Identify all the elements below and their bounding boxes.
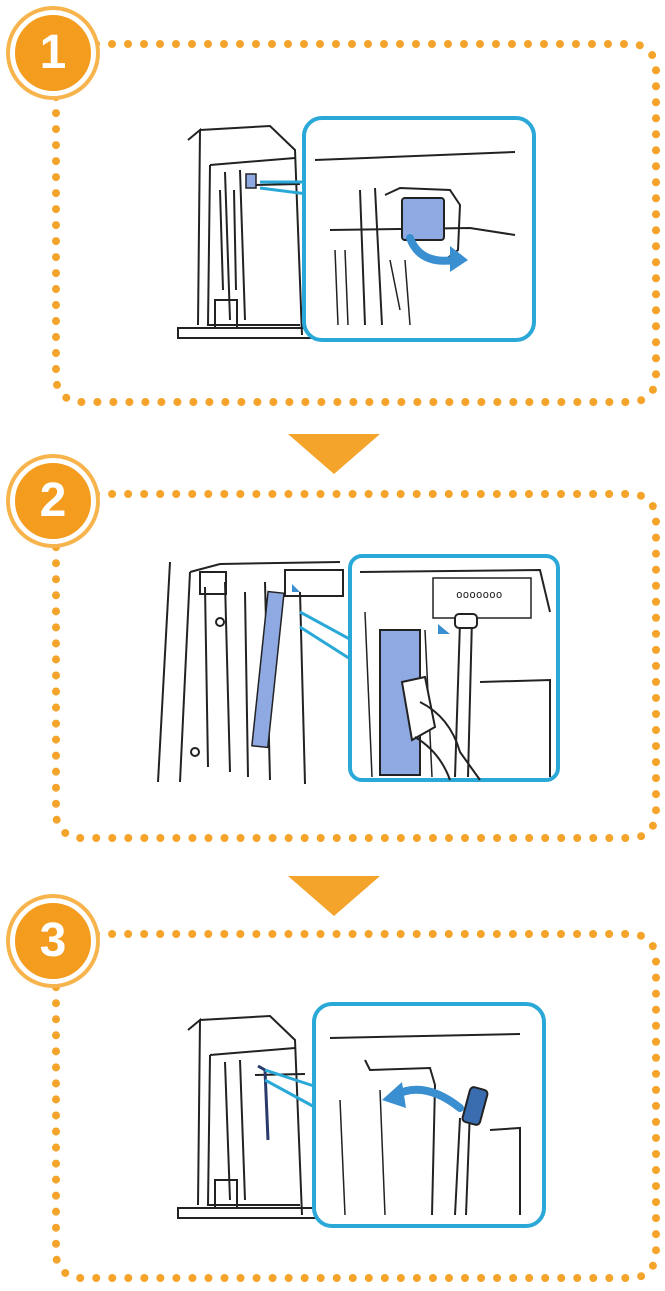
step-3-illustration <box>170 1000 550 1230</box>
cover-lever-small <box>246 174 256 188</box>
label-plate-text: ooooooo <box>456 588 502 601</box>
triangle-marker-icon <box>292 584 300 592</box>
glass-strip-small <box>252 592 284 748</box>
down-arrow-icon <box>288 434 380 474</box>
step-1-callout <box>304 118 534 340</box>
step-2-badge: 2 <box>10 458 96 544</box>
step-2-illustration: ooooooo <box>150 552 570 784</box>
step-1-badge: 1 <box>10 10 96 96</box>
callout-connector <box>300 612 355 662</box>
step-2-callout: ooooooo <box>350 556 558 780</box>
step-1-illustration <box>170 110 540 345</box>
step-3-badge: 3 <box>10 898 96 984</box>
scanner-body <box>158 562 343 784</box>
scanner-body <box>178 1016 320 1218</box>
down-arrow-icon <box>288 876 380 916</box>
scanner-body <box>178 126 320 338</box>
step-3-callout <box>314 1004 544 1226</box>
cover-lever <box>402 198 444 240</box>
callout-connector <box>265 1070 320 1110</box>
